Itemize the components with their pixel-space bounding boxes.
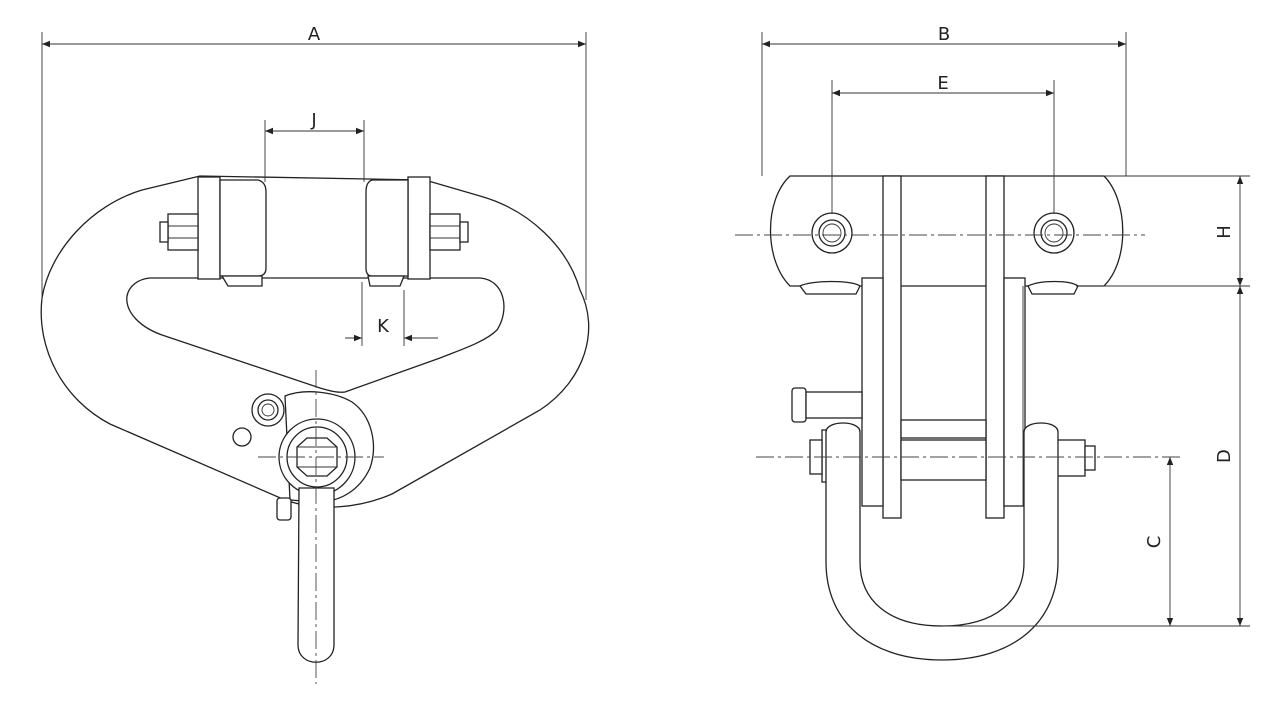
side-view: B E H D C xyxy=(735,24,1250,661)
front-view: A J K xyxy=(40,24,590,684)
right-jaw xyxy=(365,176,469,287)
shackle xyxy=(825,422,1059,661)
pin-hole xyxy=(232,427,252,447)
dimension-label-a: A xyxy=(308,24,321,45)
dimension-label-e: E xyxy=(937,73,948,94)
dimension-label-b: B xyxy=(938,24,950,45)
side-plate-right xyxy=(985,175,1005,519)
clamp-opening xyxy=(126,277,505,393)
dimension-label-j: J xyxy=(310,110,316,131)
dimension-label-h: H xyxy=(1214,225,1235,239)
dimension-label-d: D xyxy=(1214,449,1235,463)
dimension-label-k: K xyxy=(377,316,390,337)
side-plate-left xyxy=(882,175,902,519)
dimension-label-c: C xyxy=(1144,536,1165,549)
left-jaw xyxy=(159,176,267,287)
